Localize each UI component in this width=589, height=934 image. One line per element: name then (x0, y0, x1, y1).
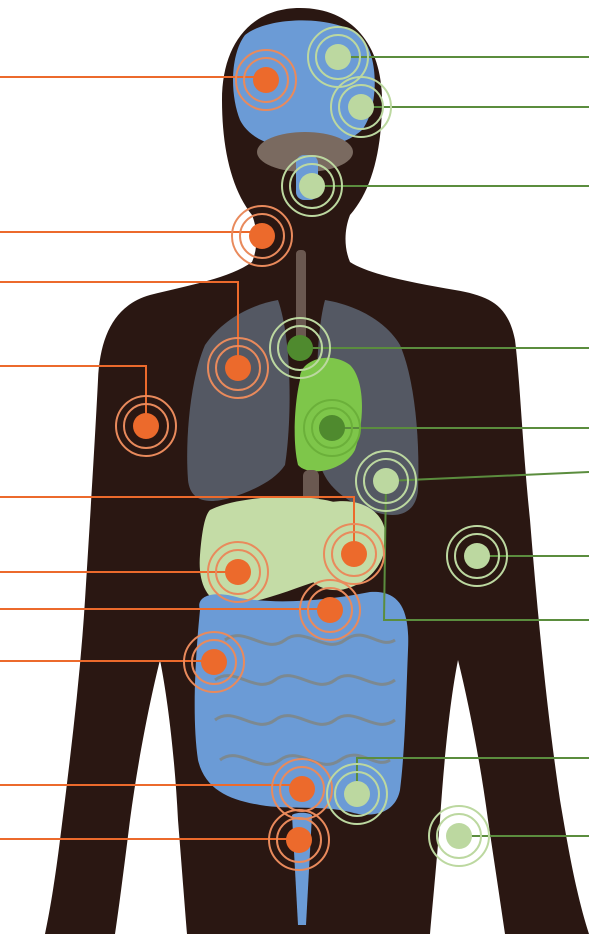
marker-thyroid-dot (249, 223, 275, 249)
marker-arm-dot (133, 413, 159, 439)
marker-stomach-dot (341, 541, 367, 567)
marker-brain-left (236, 50, 296, 110)
marker-hip-dot (446, 823, 472, 849)
marker-brain-top-dot (325, 44, 351, 70)
marker-heart-dot (319, 415, 345, 441)
marker-side (447, 526, 507, 586)
marker-thyroid (232, 206, 292, 266)
marker-brain-left-dot (253, 67, 279, 93)
marker-lower-abdomen (327, 764, 387, 824)
marker-side-dot (464, 543, 490, 569)
heart (295, 358, 362, 472)
marker-arm (116, 396, 176, 456)
marker-bladder-dot (289, 776, 315, 802)
marker-trachea-dot (287, 335, 313, 361)
marker-heart (304, 400, 360, 456)
marker-chest-dot (225, 355, 251, 381)
marker-reproductive-dot (286, 827, 312, 853)
marker-lower-abdomen-dot (344, 781, 370, 807)
marker-lung-base (356, 451, 416, 511)
marker-chest (208, 338, 268, 398)
marker-pancreas-dot (317, 597, 343, 623)
marker-trachea (270, 318, 330, 378)
marker-hip (429, 806, 489, 866)
marker-brain-side (331, 77, 391, 137)
marker-brain-side-dot (348, 94, 374, 120)
marker-brainstem-dot (299, 173, 325, 199)
marker-lung-base-dot (373, 468, 399, 494)
marker-pancreas (300, 580, 360, 640)
marker-liver (208, 542, 268, 602)
marker-reproductive (269, 810, 329, 870)
marker-colon-dot (201, 649, 227, 675)
marker-colon (184, 632, 244, 692)
marker-brainstem (282, 156, 342, 216)
marker-liver-dot (225, 559, 251, 585)
marker-stomach (324, 524, 384, 584)
